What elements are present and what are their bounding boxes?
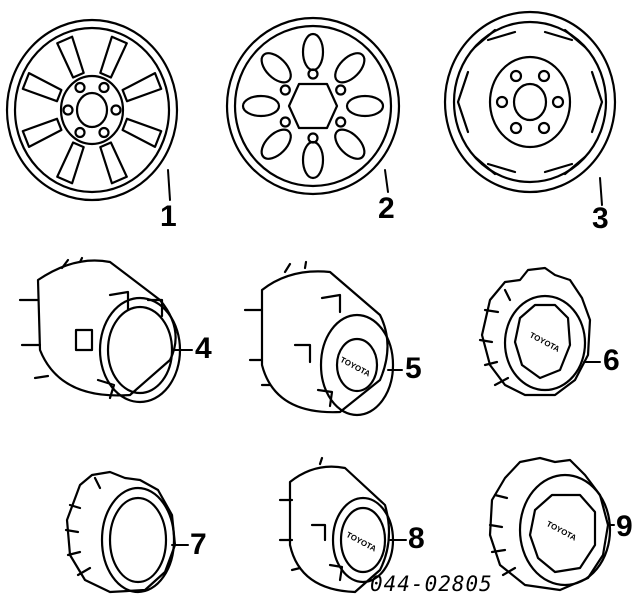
lug-hole <box>62 104 74 116</box>
callout-2: 2 <box>378 192 395 225</box>
spoke-window <box>21 72 63 103</box>
diagram-part-number: 044-02805 <box>370 572 493 596</box>
wheel-slot <box>345 94 385 118</box>
lug-hole <box>537 69 551 83</box>
wheel-with-hubcap-icon <box>443 10 617 194</box>
lug-hole <box>551 95 565 109</box>
cap-emblem-text: TOYOTA <box>345 530 378 553</box>
small-center-cap-icon <box>278 456 395 594</box>
wheel-slot <box>260 128 292 160</box>
cap-emblem-text: TOYOTA <box>545 519 578 542</box>
wheel-slot <box>301 140 325 180</box>
callout-9: 9 <box>616 510 633 543</box>
lug-hole <box>537 121 551 135</box>
alloy-wheel-8-spoke-icon <box>5 18 179 202</box>
lug-hole <box>74 126 86 139</box>
lug-hole <box>335 84 347 96</box>
open-notched-cap-icon <box>64 470 177 594</box>
spoke-window <box>121 117 163 148</box>
wheel-slot <box>260 52 292 84</box>
lug-hole <box>307 68 319 80</box>
lug-hole <box>335 116 347 128</box>
cap-emblem-text: TOYOTA <box>339 355 372 378</box>
center-cap-with-emblem-icon <box>243 260 395 417</box>
callout-7: 7 <box>190 528 207 561</box>
spoke-window <box>99 141 128 185</box>
callout-6: 6 <box>603 344 620 377</box>
leader-lines <box>167 169 615 546</box>
lug-hole <box>495 95 509 109</box>
wheel-slot <box>334 52 366 84</box>
lug-hole <box>509 121 523 135</box>
spoke-window <box>21 117 63 148</box>
spoke-window <box>121 72 163 103</box>
callout-1: 1 <box>160 200 177 233</box>
cap-emblem-text: TOYOTA <box>528 331 561 354</box>
steel-wheel-slotted-icon <box>225 16 401 196</box>
callout-4: 4 <box>195 332 212 365</box>
lug-hole <box>110 104 122 116</box>
callout-3: 3 <box>592 202 609 235</box>
spoke-window <box>56 141 85 185</box>
notched-center-cap-icon <box>478 266 592 397</box>
spoke-window <box>56 35 85 79</box>
lug-hole <box>307 132 319 144</box>
lug-hole <box>509 69 523 83</box>
open-center-cap-icon <box>18 256 182 404</box>
wheel-slot <box>334 128 366 160</box>
spoke-window <box>99 35 128 79</box>
callout-8: 8 <box>408 522 425 555</box>
wheel-slot <box>241 94 281 118</box>
lug-hole <box>98 126 110 139</box>
lug-hole <box>98 81 110 94</box>
lug-hole <box>74 81 86 94</box>
lug-hole <box>279 84 291 96</box>
wheel-slot <box>301 32 325 72</box>
large-notched-cap-icon <box>488 456 612 592</box>
callout-5: 5 <box>405 352 422 385</box>
lug-hole <box>279 116 291 128</box>
